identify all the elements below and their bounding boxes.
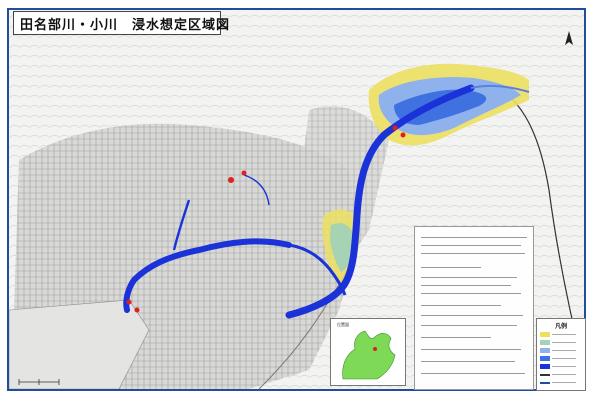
legend-swatch	[540, 348, 550, 353]
flood-map-canvas	[9, 10, 584, 389]
notes-text-line	[421, 277, 517, 278]
legend-swatch	[540, 374, 550, 376]
notes-text-line	[421, 337, 491, 338]
legend-title: 凡例	[554, 323, 567, 330]
location-inset-map: 位置図	[330, 318, 406, 386]
flood-marker-icon	[134, 307, 140, 313]
map-title: 田名部川・小川 浸水想定区域図	[20, 17, 231, 33]
scale-bar	[18, 379, 60, 385]
flood-zone-green-mid	[330, 223, 355, 272]
river-ogawa	[288, 243, 347, 296]
river-upper-branch	[470, 84, 530, 93]
river-main	[285, 84, 475, 319]
notes-text-line	[421, 253, 525, 254]
legend-entry-text	[552, 342, 576, 343]
river-tributary	[172, 199, 191, 251]
legend-entry-text	[552, 366, 576, 367]
notes-text-line	[421, 293, 521, 294]
compass-north-icon	[565, 31, 573, 45]
notes-text-line	[421, 349, 521, 350]
inset-region-shape	[342, 330, 396, 380]
legend-entry-text	[552, 358, 576, 359]
notes-panel	[414, 226, 534, 390]
legend: 凡例	[536, 318, 586, 391]
flood-marker-icon	[392, 125, 398, 131]
flood-marker-icon	[241, 170, 247, 176]
legend-swatch	[540, 340, 550, 345]
flood-marker-icon	[126, 299, 132, 305]
river-tributary-north	[243, 174, 270, 206]
legend-swatch	[540, 382, 550, 384]
urban-area-east	[299, 106, 389, 260]
legend-entry-text	[552, 382, 576, 383]
notes-text-line	[421, 237, 527, 238]
notes-text-line	[421, 267, 481, 268]
legend-entry-text	[552, 374, 576, 375]
legend-swatch	[540, 332, 550, 337]
map-title-box: 田名部川・小川 浸水想定区域図	[13, 11, 229, 35]
notes-text-line	[421, 361, 515, 362]
notes-text-line	[421, 373, 525, 374]
inset-label: 位置図	[337, 322, 349, 327]
legend-swatch	[540, 356, 550, 361]
notes-text-line	[421, 285, 511, 286]
legend-entry-text	[552, 334, 576, 335]
flood-marker-icon	[228, 177, 234, 183]
notes-text-line	[421, 325, 517, 326]
notes-text-line	[421, 245, 521, 246]
notes-text-line	[421, 305, 501, 306]
legend-swatch	[540, 364, 550, 369]
flood-marker-icon	[400, 132, 406, 138]
legend-entry-text	[552, 350, 576, 351]
port-area	[9, 299, 150, 389]
notes-text-line	[421, 315, 523, 316]
river-lower	[123, 238, 292, 313]
map-border	[7, 8, 586, 391]
